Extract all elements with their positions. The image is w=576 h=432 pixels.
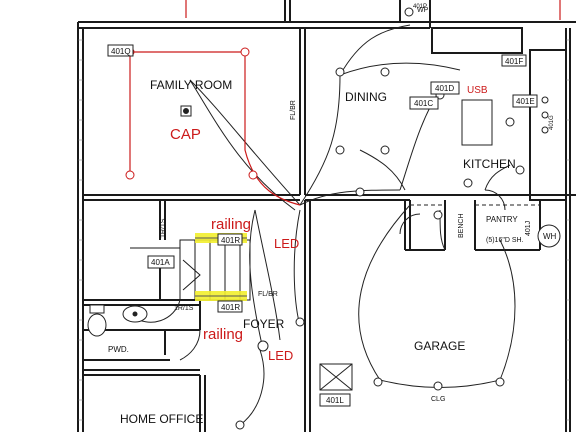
tag-401a: 401A [151,258,170,267]
annotation-led-bottom: LED [268,348,293,363]
label-ir-is-upper: 1R/1S [160,218,167,238]
room-kitchen: KITCHEN [463,157,516,171]
label-clg: CLG [431,396,445,403]
tag-401d: 401D [435,84,454,93]
tag-401r-top: 401R [221,236,240,245]
plumbing-fixtures [87,304,148,337]
annotation-railing-top: railing [211,216,251,233]
room-wh: WH [543,232,557,241]
tag-401r-bottom: 401R [221,303,240,312]
tag-401p: 401P [413,4,427,10]
tag-401e: 401E [516,97,535,106]
room-garage: GARAGE [414,339,465,353]
room-home-office: HOME OFFICE [120,412,203,426]
room-bench: BENCH [458,213,465,238]
wiring [129,24,516,426]
room-family-room: FAMILY ROOM [150,78,232,92]
outlets [180,96,549,146]
red-circuit [129,0,561,206]
tag-401f: 401F [505,57,523,66]
walls [77,0,576,432]
annotation-led-top: LED [274,236,299,251]
garage-door-symbols [319,189,540,391]
tag-401q: 401Q [111,47,131,56]
room-pwd: PWD. [108,345,129,354]
room-shelving: (5)16"D SH. [486,237,524,244]
room-pantry: PANTRY [486,215,518,224]
annotation-cap: CAP [170,126,201,143]
annotation-railing-bottom: railing [203,326,243,343]
tag-401g: 401G [549,115,555,130]
circuit-tags [107,44,538,407]
tag-401c: 401C [414,99,433,108]
wall-hatching [78,39,570,421]
label-wp: WP [417,7,429,14]
label-flbr-vertical: FL/BR [290,100,297,120]
label-flbr-horizontal: FL/BR [258,291,278,298]
room-dining: DINING [345,90,387,104]
tag-401j: 401J [525,221,532,236]
tag-401l: 401L [326,396,344,405]
label-ir-is-lower: 1R/1S [174,305,194,312]
room-foyer: FOYER [243,317,285,331]
annotation-usb: USB [467,85,488,96]
